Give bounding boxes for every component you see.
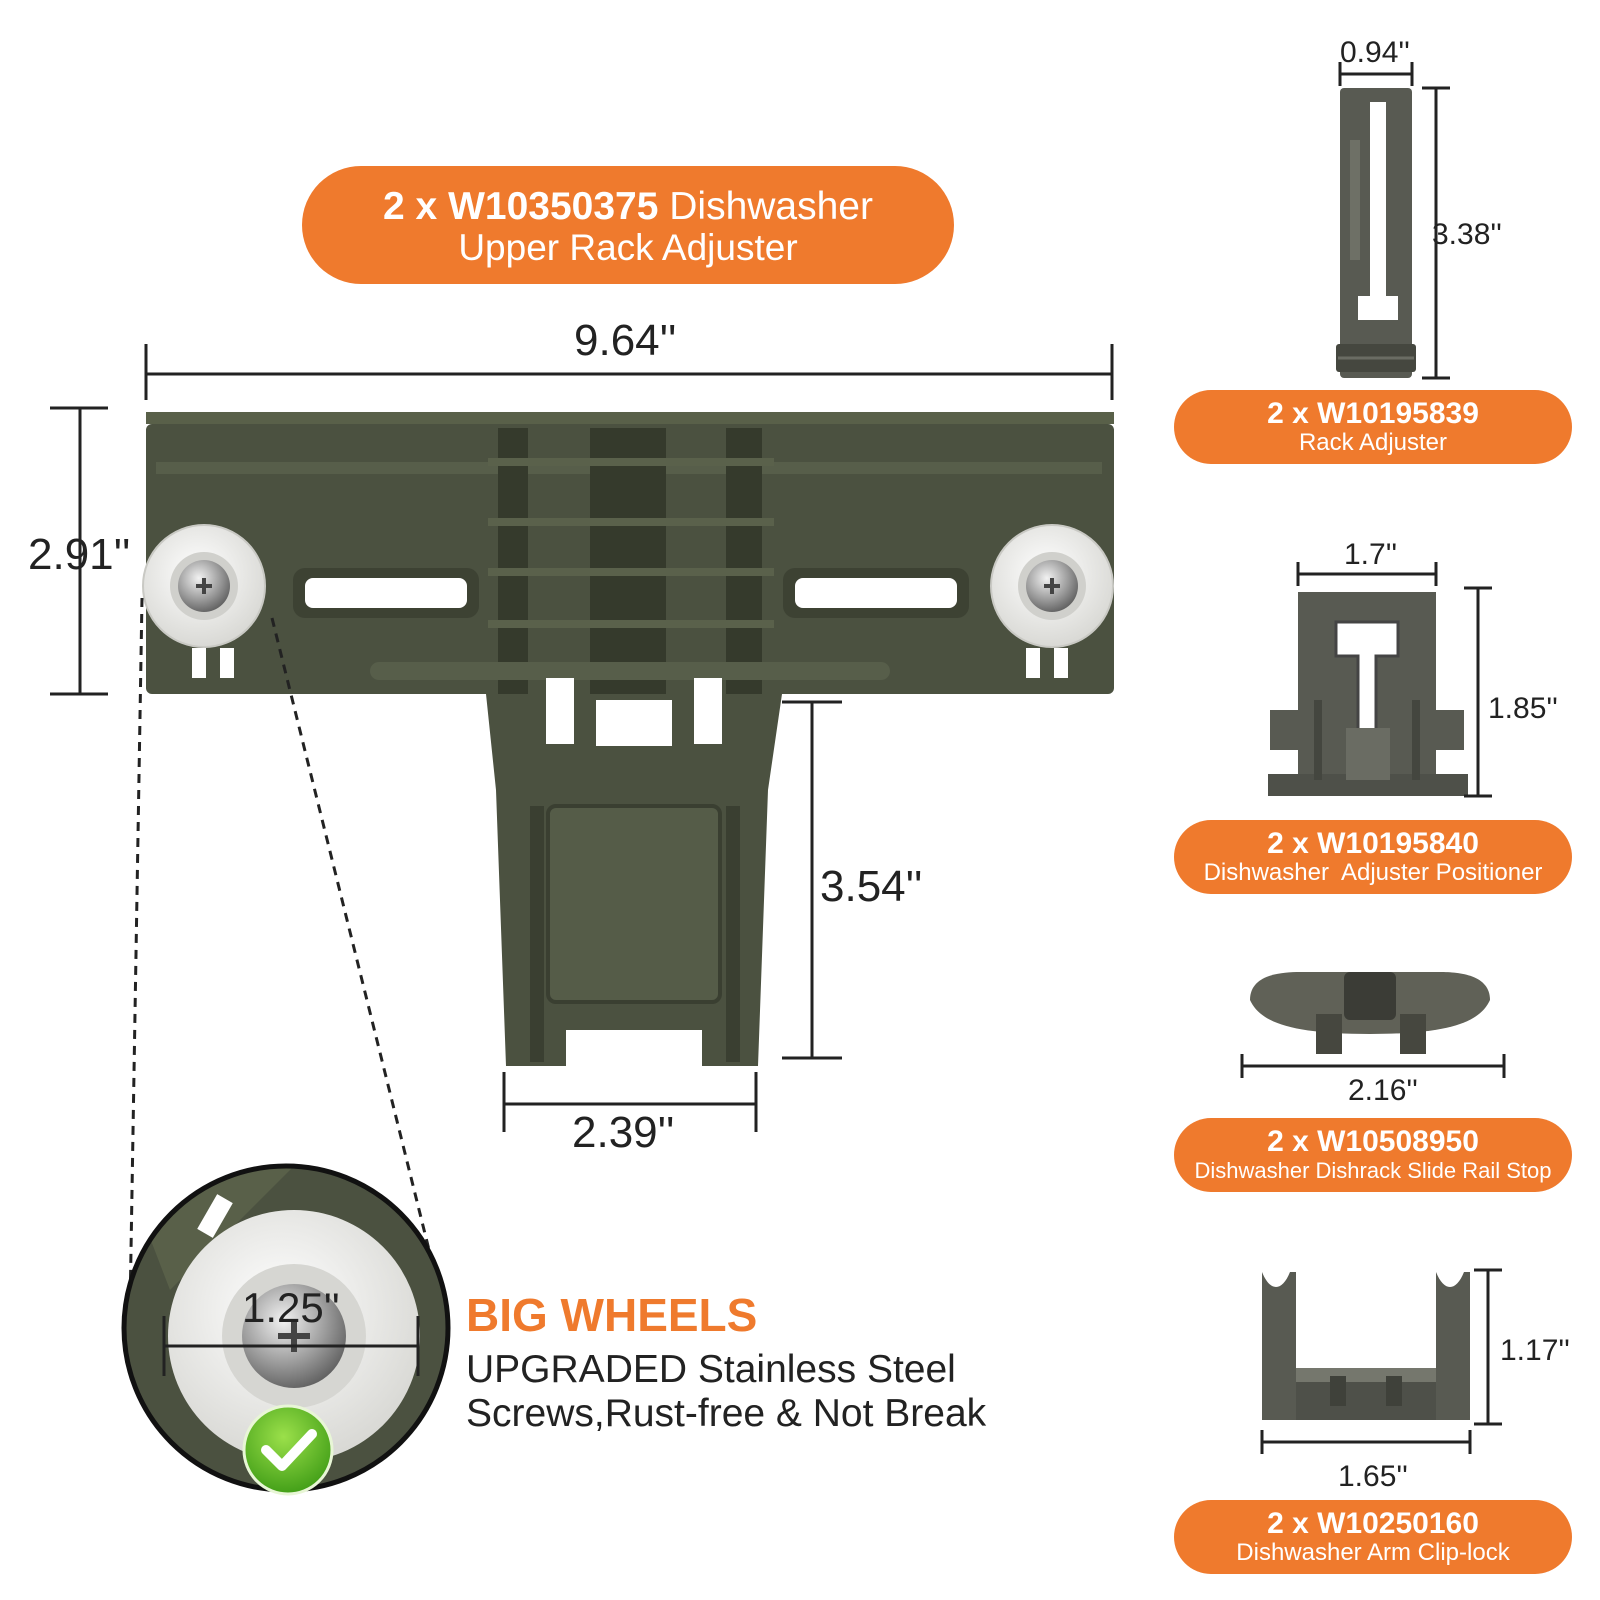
width-dimension: 9.64'' xyxy=(574,316,677,365)
main-product-code: 2 x W10350375 xyxy=(383,185,659,228)
arm-width-dimension: 2.39'' xyxy=(572,1108,675,1157)
part3-label: 2 x W10508950 Dishwasher Dishrack Slide … xyxy=(1174,1118,1572,1192)
part4-height-dimension: 1.17'' xyxy=(1500,1334,1570,1367)
feature-line-1: UPGRADED Stainless Steel xyxy=(466,1348,956,1391)
part3-name: Dishwasher Dishrack Slide Rail Stop xyxy=(1194,1158,1552,1183)
wheel-dimension: 1.25'' xyxy=(242,1284,340,1331)
main-product-name: Upper Rack Adjuster xyxy=(458,227,798,268)
part4-label: 2 x W10250160 Dishwasher Arm Clip-lock xyxy=(1174,1500,1572,1574)
feature-description: UPGRADED Stainless Steel Screws,Rust-fre… xyxy=(466,1348,986,1436)
w10195839-part xyxy=(1336,88,1416,378)
part1-name: Rack Adjuster xyxy=(1298,429,1448,456)
w10195840-part xyxy=(1268,592,1468,796)
part3-code: 2 x W10508950 xyxy=(1267,1125,1479,1158)
main-product-type: Dishwasher xyxy=(658,185,873,228)
part1-height-dimension: 3.38'' xyxy=(1432,218,1502,251)
part2-height-dimension: 1.85'' xyxy=(1488,692,1558,725)
part2-width-dimension: 1.7'' xyxy=(1344,538,1398,571)
part2-name: Dishwasher Adjuster Positioner xyxy=(1203,859,1543,886)
left-wheel xyxy=(142,524,266,648)
right-wheel xyxy=(990,524,1114,648)
part4-code: 2 x W10250160 xyxy=(1267,1507,1479,1540)
part1-label: 2 x W10195839 Rack Adjuster xyxy=(1174,390,1572,464)
part4-name: Dishwasher Arm Clip-lock xyxy=(1236,1539,1510,1566)
part4-width-dimension: 1.65'' xyxy=(1338,1460,1408,1493)
wheel-zoom-circle xyxy=(121,1163,451,1496)
arm-height-dimension: 3.54'' xyxy=(820,862,923,911)
main-product-label: 2 x W10350375 Dishwasher Upper Rack Adju… xyxy=(302,166,954,284)
main-dimension-lines xyxy=(50,344,1114,1132)
part1-code: 2 x W10195839 xyxy=(1267,397,1479,430)
part2-label: 2 x W10195840 Dishwasher Adjuster Positi… xyxy=(1174,820,1572,894)
part1-width-dimension: 0.94'' xyxy=(1340,36,1410,69)
w10250160-part xyxy=(1262,1272,1470,1420)
feature-title: BIG WHEELS xyxy=(466,1289,758,1341)
part2-code: 2 x W10195840 xyxy=(1267,827,1479,860)
upper-rack-adjuster-part xyxy=(146,412,1114,1066)
zoom-guide-lines xyxy=(128,597,438,1311)
part3-width-dimension: 2.16'' xyxy=(1348,1074,1418,1107)
height-dimension: 2.91'' xyxy=(28,530,131,579)
feature-line-2: Screws,Rust-free & Not Break xyxy=(466,1392,987,1435)
w10508950-part xyxy=(1250,972,1490,1054)
check-icon xyxy=(242,1404,334,1496)
